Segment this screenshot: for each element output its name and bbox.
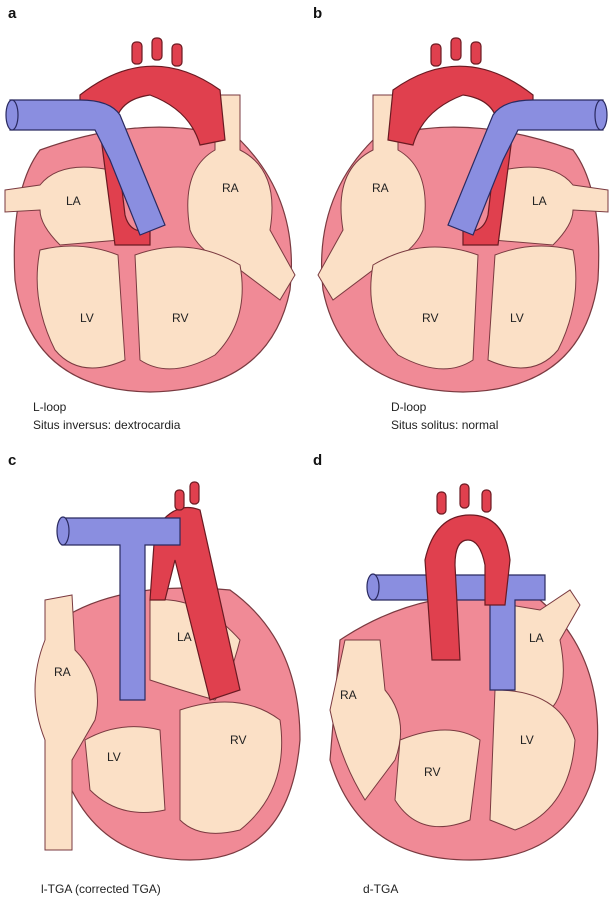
caption-d-line1: d-TGA <box>363 882 399 896</box>
aortic-branch <box>131 41 143 65</box>
caption-c-line1: l-TGA (corrected TGA) <box>41 882 161 896</box>
aortic-branch <box>171 43 183 67</box>
pulmonary-artery <box>61 517 181 701</box>
label-rv: RV <box>172 311 188 325</box>
label-rv: RV <box>424 765 440 779</box>
right-ventricle <box>134 246 243 370</box>
aorta <box>424 514 511 661</box>
panel-letter-a: a <box>8 5 17 22</box>
label-ra: RA <box>340 688 357 702</box>
aortic-branch <box>459 483 470 509</box>
caption-c: l-TGA (corrected TGA) <box>41 880 161 898</box>
caption-a-line1: L-loop <box>33 400 67 414</box>
label-lv: LV <box>520 733 534 747</box>
left-ventricle <box>36 245 126 369</box>
pulmonary-branch-end <box>594 99 608 131</box>
label-la: LA <box>532 194 547 208</box>
pulmonary-artery <box>9 99 166 236</box>
label-lv: LV <box>80 311 94 325</box>
aortic-branch <box>436 491 447 515</box>
right-atrium <box>329 639 402 801</box>
caption-b-line1: D-loop <box>391 400 427 414</box>
caption-a-line2: Situs inversus: dextrocardia <box>33 418 181 432</box>
label-la: LA <box>529 631 544 645</box>
caption-b: D-loop Situs solitus: normal <box>391 398 498 434</box>
panel-b: b RA LA RV LV <box>313 5 609 393</box>
aortic-branch <box>470 41 482 65</box>
aortic-branch <box>151 37 163 61</box>
label-ra: RA <box>54 665 71 679</box>
pulmonary-branch-end <box>366 573 380 601</box>
panel-letter-d: d <box>313 452 322 469</box>
label-rv: RV <box>230 733 246 747</box>
panel-d: d RA LA RV LV <box>313 452 599 861</box>
panel-letter-c: c <box>8 452 16 469</box>
pulmonary-branch-end <box>5 99 19 131</box>
caption-b-line2: Situs solitus: normal <box>391 418 499 432</box>
label-la: LA <box>177 630 192 644</box>
left-ventricle <box>487 245 577 369</box>
aortic-branch <box>430 43 442 67</box>
label-ra: RA <box>222 181 239 195</box>
panel-a: a LA RA LV RV <box>4 5 296 393</box>
label-lv: LV <box>107 750 121 764</box>
pulmonary-branch-end <box>56 516 70 546</box>
label-rv: RV <box>422 311 438 325</box>
caption-d: d-TGA <box>363 880 398 898</box>
right-ventricle <box>394 729 481 828</box>
left-ventricle <box>489 689 576 831</box>
left-ventricle <box>84 726 166 813</box>
pulmonary-artery <box>447 99 604 236</box>
aortic-branch <box>481 489 492 513</box>
right-ventricle <box>370 246 479 370</box>
aortic-branch <box>174 489 185 511</box>
label-ra: RA <box>372 181 389 195</box>
panel-letter-b: b <box>313 5 322 22</box>
panel-c: c RA LA LV RV <box>8 452 301 861</box>
caption-a: L-loop Situs inversus: dextrocardia <box>33 398 180 434</box>
aortic-branch <box>189 481 200 505</box>
right-atrium <box>34 594 98 851</box>
label-lv: LV <box>510 311 524 325</box>
right-ventricle <box>179 701 283 834</box>
aortic-branch <box>450 37 462 61</box>
label-la: LA <box>66 194 81 208</box>
